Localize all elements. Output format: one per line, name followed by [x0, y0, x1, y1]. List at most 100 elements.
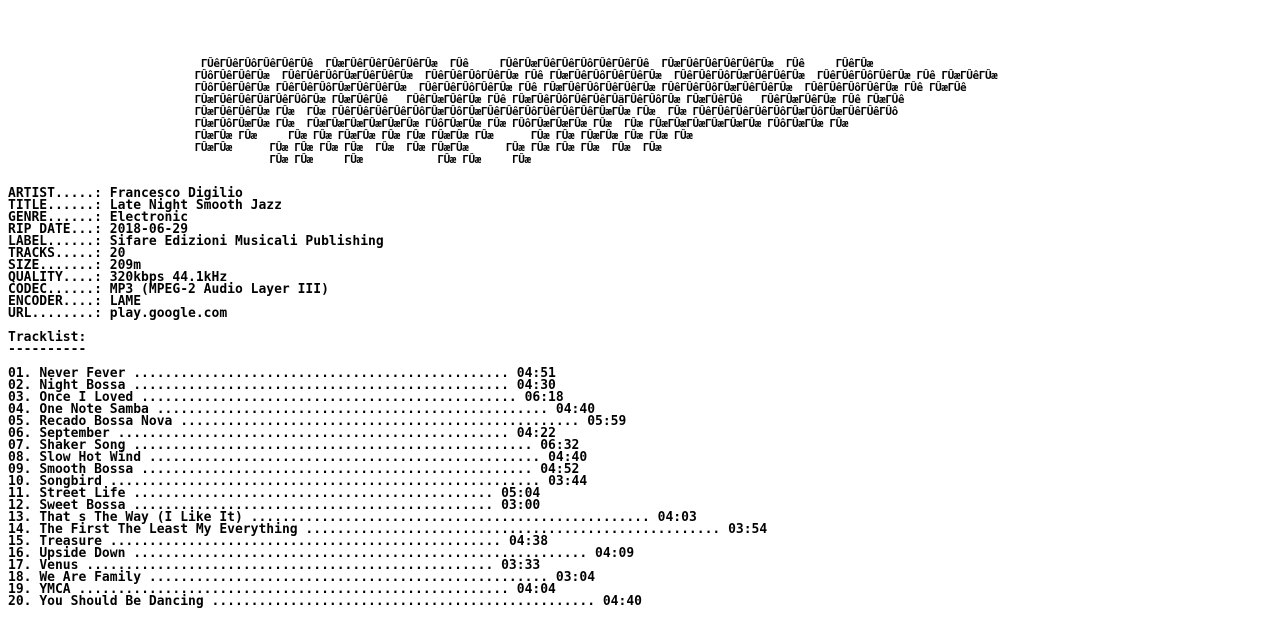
track-title: The First The Least My Everything: [39, 522, 298, 537]
meta-rip-date: RIP DATE...: 2018-06-29: [8, 222, 189, 237]
meta-url: URL........: play.google.com: [8, 306, 228, 321]
track-row: 13. That s The Way (I Like It) .........…: [8, 510, 697, 525]
track-row: 02. Night Bossa ........................…: [8, 378, 556, 393]
track-number: 13: [8, 510, 24, 525]
meta-key: ARTIST.....: [8, 186, 95, 201]
meta-value: Sifare Edizioni Musicali Publishing: [109, 234, 384, 249]
track-number: 08: [8, 450, 24, 465]
meta-quality: QUALITY....: 320kbps 44.1kHz: [8, 270, 228, 285]
nfo-document: ΓÛêΓÛêΓÛôΓÛêΓÛêΓÛê ΓÛæΓÛêΓÛêΓÛêΓÛêΓÛæ ΓÛ…: [8, 0, 1270, 624]
track-duration: 04:40: [602, 594, 642, 609]
track-leader: ........................................…: [250, 510, 650, 525]
track-duration: 04:09: [595, 546, 635, 561]
track-number: 17: [8, 558, 24, 573]
track-row: 14. The First The Least My Everything ..…: [8, 522, 768, 537]
meta-key: TRACKS.....: [8, 246, 95, 261]
track-title: Slow Hot Wind: [39, 450, 142, 465]
ascii-art-line: ΓÛæΓÛêΓÛêΓÛäΓÛêΓÛôΓÛæ ΓÛæΓÛêΓÛê ΓÛêΓÛæΓÛ…: [8, 93, 905, 106]
track-duration: 05:59: [587, 414, 627, 429]
tracklist-heading: Tracklist:: [8, 330, 87, 345]
track-title: Treasure: [39, 534, 102, 549]
track-duration: 06:32: [540, 438, 580, 453]
track-duration: 04:52: [540, 462, 580, 477]
meta-value: Electronic: [109, 210, 189, 225]
track-leader: ........................................…: [86, 558, 494, 573]
track-row: 04. One Note Samba .....................…: [8, 402, 596, 417]
track-number: 15: [8, 534, 24, 549]
track-leader: ........................................…: [133, 366, 509, 381]
track-row: 19. YMCA ...............................…: [8, 582, 556, 597]
track-row: 09. Smooth Bossa .......................…: [8, 462, 580, 477]
meta-encoder: ENCODER....: LAME: [8, 294, 142, 309]
ascii-art-line: ΓÛæΓÛêΓÛêΓÛæ ΓÛæ ΓÛæ ΓÛêΓÛêΓÛêΓÛêΓÛôΓÛæΓ…: [8, 105, 899, 118]
track-row: 07. Shaker Song ........................…: [8, 438, 580, 453]
track-title: Street Life: [39, 486, 126, 501]
meta-size: SIZE.......: 209m: [8, 258, 142, 273]
track-duration: 03:44: [548, 474, 588, 489]
track-title: Night Bossa: [39, 378, 126, 393]
track-title: We Are Family: [39, 570, 142, 585]
track-row: 17. Venus ..............................…: [8, 558, 541, 573]
track-number: 19: [8, 582, 24, 597]
track-title: Upside Down: [39, 546, 126, 561]
track-duration: 04:04: [516, 582, 556, 597]
track-row: 06. September ..........................…: [8, 426, 556, 441]
track-duration: 04:40: [555, 402, 596, 417]
track-row: 18. We Are Family ......................…: [8, 570, 596, 585]
track-title: Sweet Bossa: [39, 498, 126, 513]
track-leader: ........................................…: [148, 450, 541, 465]
ascii-art-line: ΓÛæΓÛæ ΓÛæ ΓÛæ ΓÛæ ΓÛæ ΓÛæ ΓÛæ ΓÛæΓÛæ ΓÛ…: [8, 141, 662, 154]
track-number: 14: [8, 522, 24, 537]
meta-value: 20: [109, 246, 126, 261]
track-title: Once I Loved: [39, 390, 134, 405]
track-duration: 05:04: [501, 486, 541, 501]
track-leader: ........................................…: [211, 594, 596, 609]
release-metadata: ARTIST.....: Francesco Digilio TITLE....…: [8, 186, 1270, 321]
track-row: 12. Sweet Bossa ........................…: [8, 498, 541, 513]
ascii-art-line: ΓÛôΓÛêΓÛêΓÛæ ΓÛêΓÛêΓÛôΓÛæΓÛêΓÛêΓÛæ ΓÛêΓÛ…: [8, 69, 998, 82]
track-duration: 03:33: [501, 558, 541, 573]
track-leader: ........................................…: [133, 438, 533, 453]
track-title: YMCA: [39, 582, 71, 597]
track-duration: 03:00: [501, 498, 541, 513]
meta-key: RIP DATE...: [8, 222, 95, 237]
track-duration: 06:18: [524, 390, 564, 405]
track-number: 04: [8, 402, 24, 417]
ascii-art-line: ΓÛêΓÛêΓÛôΓÛêΓÛêΓÛê ΓÛæΓÛêΓÛêΓÛêΓÛêΓÛæ ΓÛ…: [8, 57, 873, 70]
track-duration: 04:03: [657, 510, 697, 525]
track-row: 01. Never Fever ........................…: [8, 366, 556, 381]
meta-genre: GENRE......: Electronic: [8, 210, 189, 225]
track-title: Recado Bossa Nova: [39, 414, 173, 429]
track-title: You Should Be Dancing: [39, 594, 204, 609]
track-number: 16: [8, 546, 24, 561]
track-row: 15. Treasure ...........................…: [8, 534, 549, 549]
track-list: 01. Never Fever ........................…: [8, 366, 1270, 609]
track-title: Songbird: [39, 474, 102, 489]
track-row: 11. Street Life ........................…: [8, 486, 541, 501]
track-leader: ........................................…: [117, 426, 509, 441]
track-title: September: [39, 426, 110, 441]
track-duration: 04:51: [516, 366, 556, 381]
track-number: 03: [8, 390, 24, 405]
track-number: 06: [8, 426, 24, 441]
track-leader: ........................................…: [133, 498, 494, 513]
meta-key: QUALITY....: [8, 270, 95, 285]
track-number: 11: [8, 486, 24, 501]
track-leader: ........................................…: [180, 414, 580, 429]
track-leader: ........................................…: [133, 378, 509, 393]
meta-key: URL........: [8, 306, 95, 321]
track-duration: 04:40: [548, 450, 588, 465]
track-title: One Note Samba: [39, 402, 149, 417]
meta-tracks: TRACKS.....: 20: [8, 246, 126, 261]
meta-value: Late Night Smooth Jazz: [109, 198, 282, 213]
track-leader: ........................................…: [156, 402, 549, 417]
tracklist-underline: ----------: [8, 342, 87, 357]
track-leader: ........................................…: [109, 534, 502, 549]
meta-title: TITLE......: Late Night Smooth Jazz: [8, 198, 282, 213]
meta-value: LAME: [109, 294, 142, 309]
ascii-art-line: ΓÛæ ΓÛæ ΓÛæ ΓÛæ ΓÛæ ΓÛæ: [8, 153, 531, 166]
track-number: 07: [8, 438, 24, 453]
track-title: Smooth Bossa: [39, 462, 134, 477]
track-title: Venus: [39, 558, 79, 573]
meta-value: play.google.com: [109, 306, 228, 321]
